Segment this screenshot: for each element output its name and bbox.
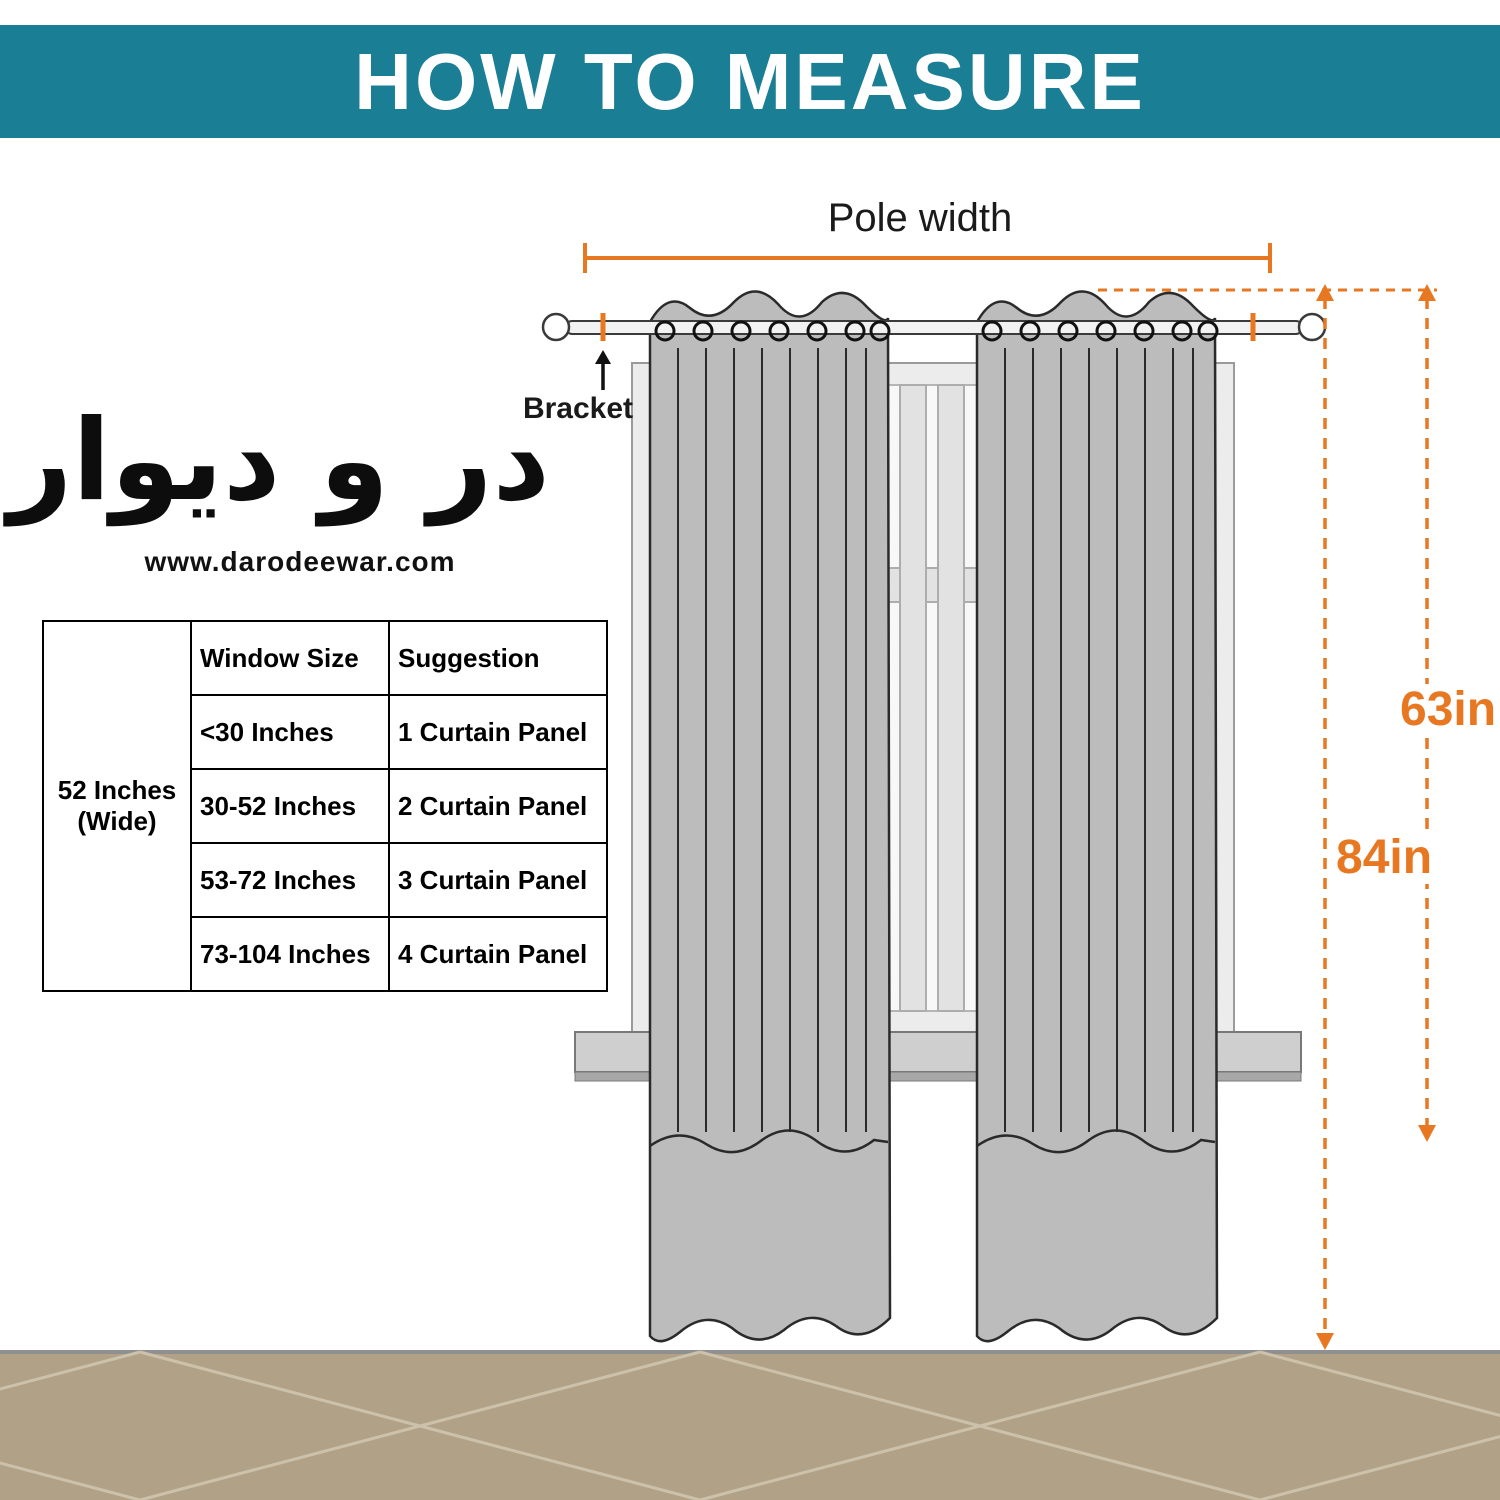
window-size-cell: 73-104 Inches bbox=[190, 916, 390, 992]
table-row: 73-104 Inches 4 Curtain Panel bbox=[43, 916, 608, 992]
arrow-down-84 bbox=[1316, 1333, 1334, 1350]
curtain-folds-right bbox=[1004, 348, 1194, 1132]
curtain-panel-right bbox=[975, 290, 1219, 1343]
length-63-label: 63in bbox=[1392, 684, 1500, 736]
bracket-label: Bracket bbox=[522, 392, 634, 425]
page-title: HOW TO MEASURE bbox=[354, 36, 1146, 126]
table-row: 53-72 Inches 3 Curtain Panel bbox=[43, 842, 608, 918]
measure-line-84 bbox=[1316, 284, 1334, 1350]
suggestion-cell: 2 Curtain Panel bbox=[388, 768, 608, 844]
header-bar: HOW TO MEASURE bbox=[0, 25, 1500, 138]
table-side-label: 52 Inches (Wide) bbox=[42, 620, 192, 992]
logo-url: www.darodeewar.com bbox=[144, 546, 456, 578]
suggestion-cell: 4 Curtain Panel bbox=[388, 916, 608, 992]
pole-width-label: Pole width bbox=[827, 196, 1013, 240]
window-size-cell: 53-72 Inches bbox=[190, 842, 390, 918]
curtain-seam-left bbox=[649, 1129, 889, 1154]
table-row: 30-52 Inches 2 Curtain Panel bbox=[43, 768, 608, 844]
size-suggestion-table: 52 Inches (Wide) Window Size Suggestion … bbox=[42, 620, 608, 992]
curtain-panel-left bbox=[648, 290, 892, 1343]
measure-line-63 bbox=[1418, 284, 1436, 1142]
curtain-folds-left bbox=[677, 348, 867, 1132]
window-size-cell: <30 Inches bbox=[190, 694, 390, 770]
logo-calligraphy: در و دیوار bbox=[7, 396, 550, 526]
arrow-up-84 bbox=[1316, 284, 1334, 301]
table-row: <30 Inches 1 Curtain Panel bbox=[43, 694, 608, 770]
pole-width-measure-line bbox=[583, 243, 1272, 273]
curtain-hooks bbox=[654, 320, 1219, 342]
rod-finial-left bbox=[541, 312, 571, 342]
length-84-label: 84in bbox=[1328, 832, 1441, 884]
bracket-arrow bbox=[595, 350, 611, 390]
suggestion-cell: 3 Curtain Panel bbox=[388, 842, 608, 918]
table-header-window-size: Window Size bbox=[190, 620, 390, 696]
arrow-up-63 bbox=[1418, 284, 1436, 301]
window-size-cell: 30-52 Inches bbox=[190, 768, 390, 844]
floor bbox=[0, 1350, 1500, 1500]
rod-finial-right bbox=[1297, 312, 1327, 342]
curtain-seam-right bbox=[976, 1129, 1216, 1154]
arrow-down-63 bbox=[1418, 1125, 1436, 1142]
table-header-suggestion: Suggestion bbox=[388, 620, 608, 696]
brand-logo: در و دیوار www.darodeewar.com bbox=[7, 380, 550, 578]
suggestion-cell: 1 Curtain Panel bbox=[388, 694, 608, 770]
floor-tile-pattern bbox=[0, 1350, 1500, 1500]
